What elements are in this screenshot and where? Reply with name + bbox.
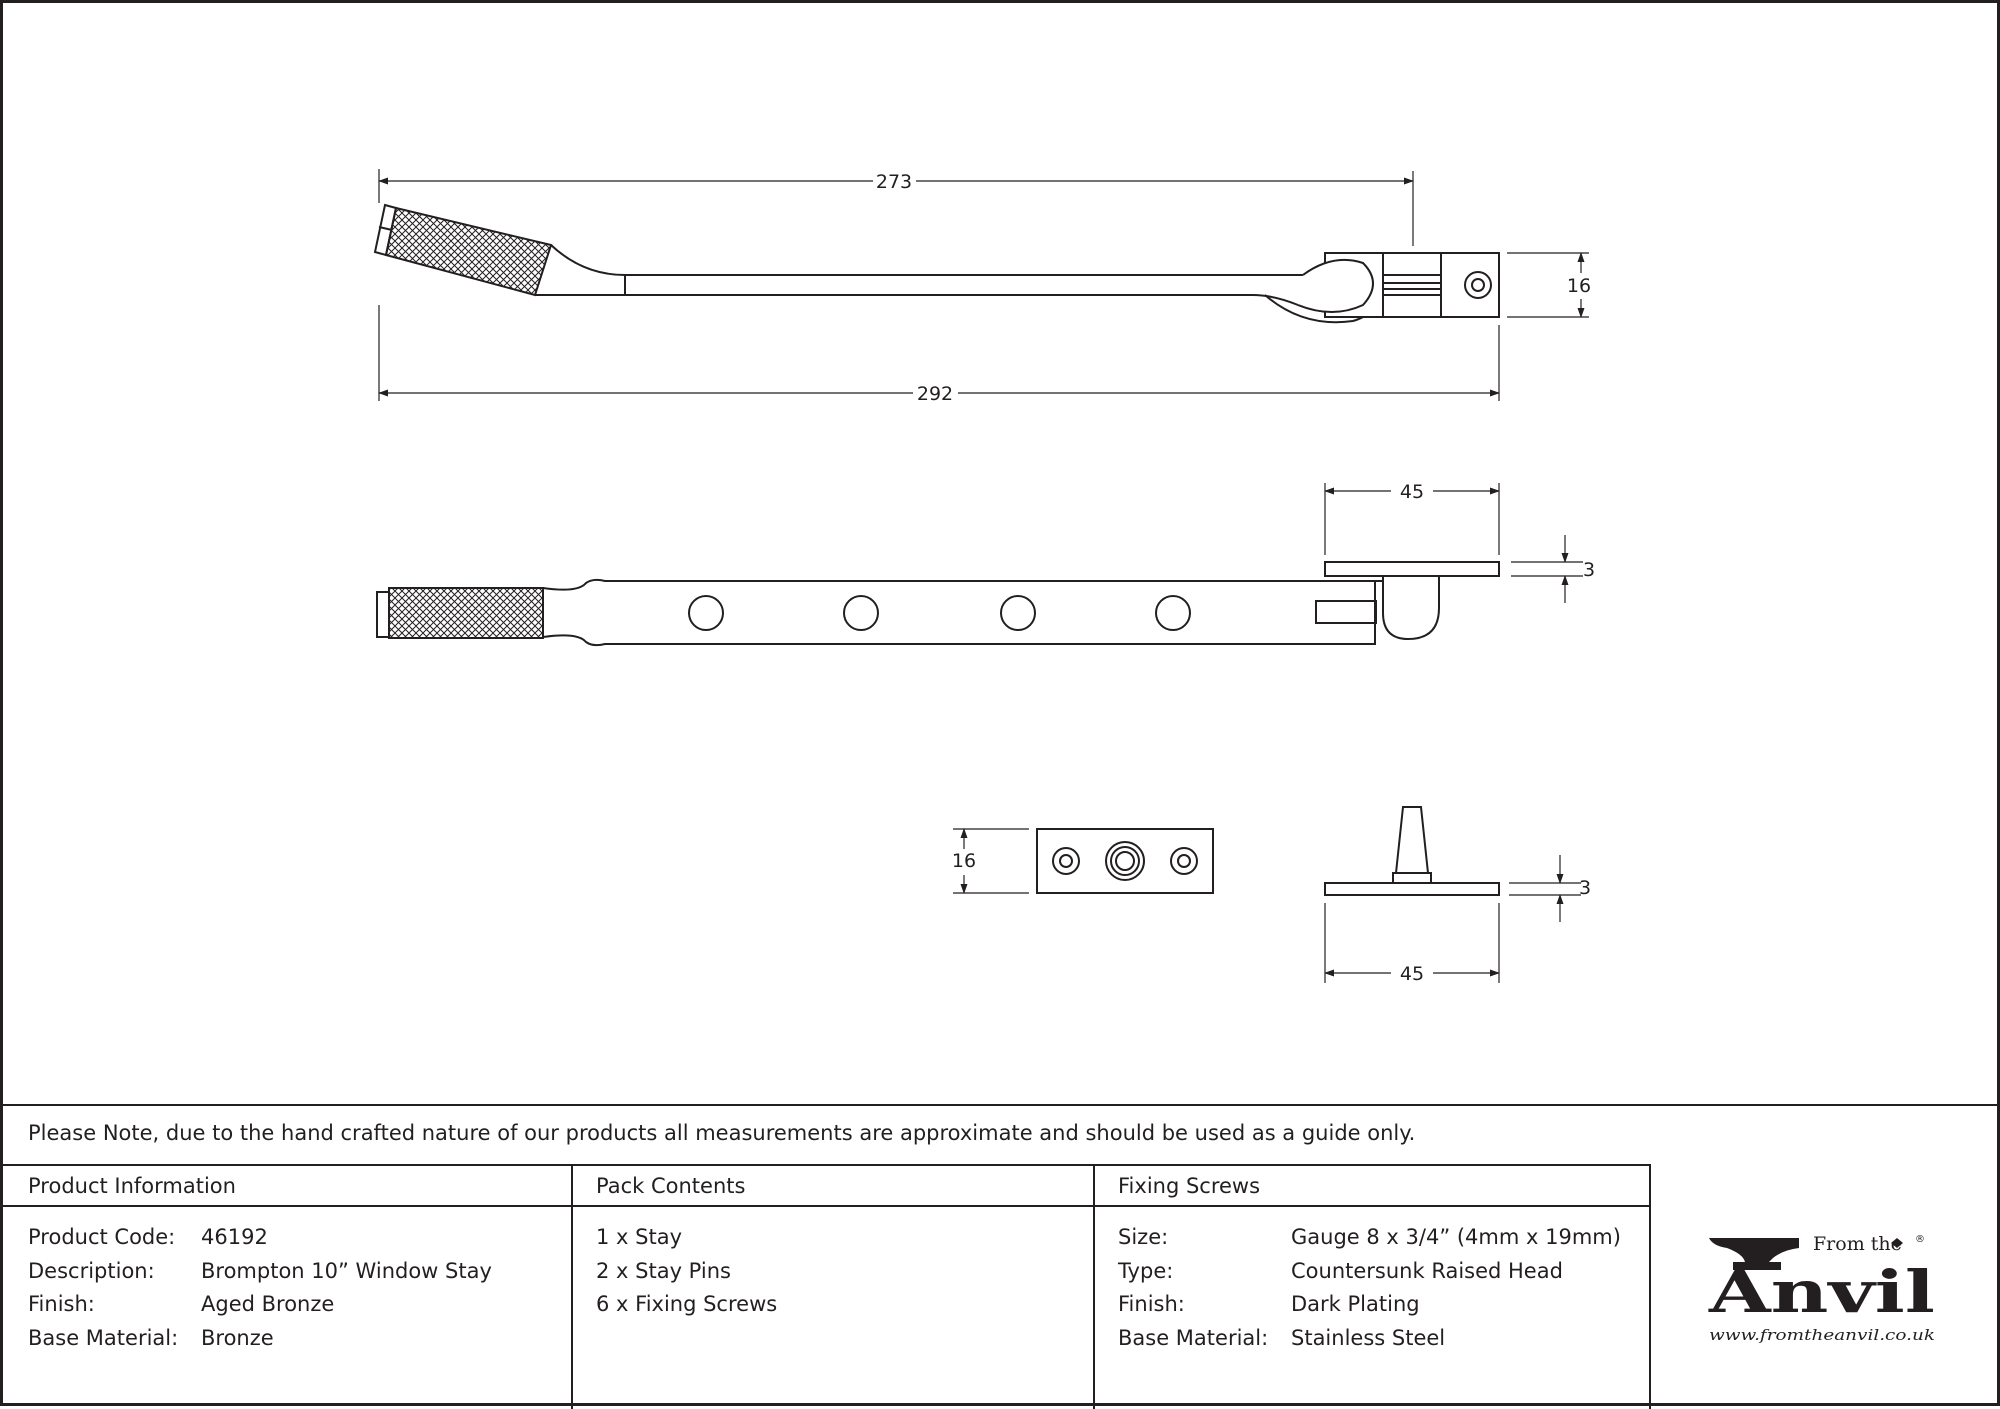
column-divider-1 — [571, 1164, 573, 1409]
product-code-value: 46192 — [201, 1225, 268, 1249]
dim-width-top: 16 — [1567, 275, 1591, 297]
logo-from-the: From the — [1813, 1233, 1902, 1255]
logo-url: www.fromtheanvil.co.uk — [1709, 1326, 1935, 1344]
fixing-screws-values: Gauge 8 x 3/4” (4mm x 19mm) Countersunk … — [1291, 1221, 1621, 1355]
screw-type-value: Countersunk Raised Head — [1291, 1258, 1563, 1283]
hole-3 — [1000, 595, 1036, 631]
hole-1 — [688, 595, 724, 631]
dim-pin-plate-length: 45 — [1400, 963, 1424, 985]
dim-pin-plate-width: 16 — [952, 850, 976, 872]
pack-item: 1 x Stay — [596, 1225, 682, 1249]
pin-plate-side-view — [1324, 806, 1500, 896]
screw-finish-value: Dark Plating — [1291, 1292, 1420, 1316]
dim-arm-length: 273 — [876, 171, 912, 193]
table-subheader-rule — [3, 1205, 1651, 1207]
screw-size-value: Gauge 8 x 3/4” (4mm x 19mm) — [1291, 1225, 1621, 1249]
fixing-screws-header: Fixing Screws — [1118, 1174, 1261, 1198]
pack-item: 6 x Fixing Screws — [596, 1292, 778, 1316]
pack-item: 2 x Stay Pins — [596, 1258, 731, 1283]
screw-finish-label: Finish: — [1118, 1292, 1185, 1316]
finish-label: Finish: — [28, 1292, 95, 1316]
finish-value: Aged Bronze — [201, 1292, 335, 1316]
base-material-label: Base Material: — [28, 1325, 179, 1350]
product-code-label: Product Code: — [28, 1225, 176, 1249]
pin-plate-front-view — [1036, 828, 1214, 894]
knurled-grip-side — [388, 587, 544, 639]
column-divider-2 — [1093, 1164, 1095, 1409]
product-info-header: Product Information — [28, 1174, 236, 1198]
screw-size-label: Size: — [1118, 1225, 1169, 1249]
technical-drawing: 273 292 16 45 3 16 3 45 — [373, 169, 1595, 985]
hole-4 — [1155, 595, 1191, 631]
table-top-rule — [3, 1104, 2000, 1106]
from-the-anvil-logo: From the ® Anvil www.fromtheanvil.co.uk — [1703, 1228, 1963, 1348]
hole-2 — [843, 595, 879, 631]
product-info-labels: Product Code: Description: Finish: Base … — [28, 1221, 178, 1355]
dim-plate-length: 45 — [1400, 481, 1424, 503]
product-info-values: 46192 Brompton 10” Window Stay Aged Bron… — [201, 1221, 492, 1355]
base-material-value: Bronze — [201, 1325, 274, 1350]
pack-contents-list: 1 x Stay 2 x Stay Pins 6 x Fixing Screws — [596, 1221, 777, 1322]
screw-material-label: Base Material: — [1118, 1325, 1269, 1350]
screw-material-value: Stainless Steel — [1291, 1325, 1446, 1350]
stay-top-view — [373, 203, 1500, 324]
description-label: Description: — [28, 1258, 155, 1283]
screw-hole-top — [1464, 271, 1492, 299]
stay-side-view — [376, 561, 1500, 647]
fixing-screws-labels: Size: Type: Finish: Base Material: — [1118, 1221, 1268, 1355]
logo-registered: ® — [1915, 1234, 1925, 1245]
table-header-rule — [3, 1164, 1651, 1166]
screw-type-label: Type: — [1118, 1258, 1174, 1283]
anvil-icon: From the ® Anvil www.fromtheanvil.co.uk — [1708, 1233, 1935, 1344]
dim-pin-plate-thickness: 3 — [1579, 877, 1591, 899]
disclaimer-note: Please Note, due to the hand crafted nat… — [28, 1121, 1416, 1145]
pack-contents-header: Pack Contents — [596, 1174, 746, 1198]
logo-anvil-word: Anvil — [1708, 1258, 1935, 1326]
description-value: Brompton 10” Window Stay — [201, 1258, 492, 1283]
dim-plate-thickness: 3 — [1583, 559, 1595, 581]
column-divider-3 — [1649, 1164, 1651, 1409]
knurled-grip-top — [384, 206, 553, 297]
bracket-plate-side — [1324, 561, 1500, 577]
dim-overall-length: 292 — [917, 383, 953, 405]
